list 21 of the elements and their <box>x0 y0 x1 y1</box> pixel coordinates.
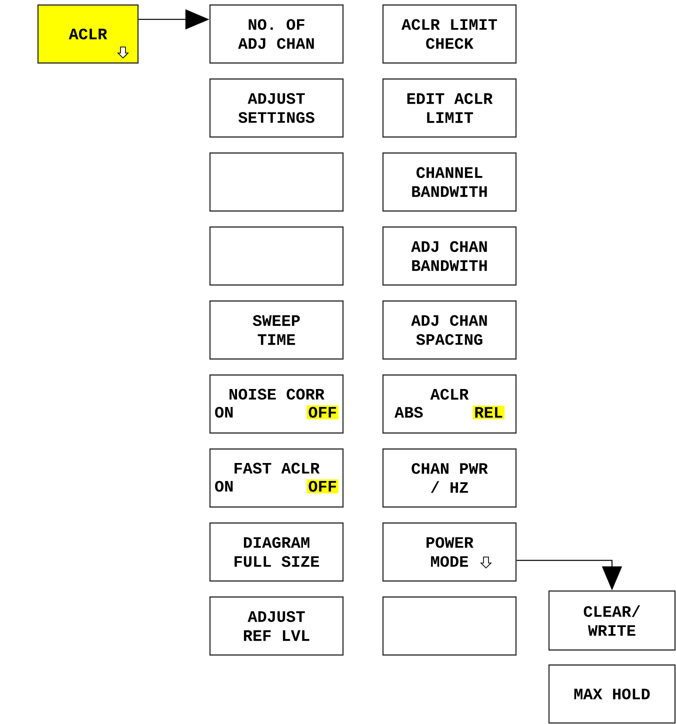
softkey-box: ADJUST REF LVL <box>209 596 344 656</box>
softkey-box: ACLR ABS REL <box>382 374 517 434</box>
softkey-box: ADJ CHAN SPACING <box>382 300 517 360</box>
softkey-box: CLEAR/ WRITE <box>548 590 676 651</box>
empty-softkey-box <box>382 596 517 656</box>
softkey-box: ACLR <box>37 4 139 64</box>
softkey-box: NOISE CORR ON OFF <box>209 374 344 434</box>
softkey-box: FAST ACLR ON OFF <box>209 448 344 508</box>
softkey-box: CHAN PWR / HZ <box>382 448 517 508</box>
softkey-box: MAX HOLD <box>548 664 676 724</box>
softkey-box: DIAGRAM FULL SIZE <box>209 522 344 582</box>
empty-softkey-box <box>209 152 344 212</box>
softkey-box: CHANNEL BANDWITH <box>382 152 517 212</box>
softkey-box: ACLR LIMIT CHECK <box>382 4 517 64</box>
empty-softkey-box <box>209 226 344 286</box>
softkey-box: ADJ CHAN BANDWITH <box>382 226 517 286</box>
softkey-box: SWEEP TIME <box>209 300 344 360</box>
softkey-box: EDIT ACLR LIMIT <box>382 78 517 138</box>
softkey-box: ADJUST SETTINGS <box>209 78 344 138</box>
softkey-box: NO. OF ADJ CHAN <box>209 4 344 64</box>
softkey-box: POWER MODE <box>382 522 517 582</box>
